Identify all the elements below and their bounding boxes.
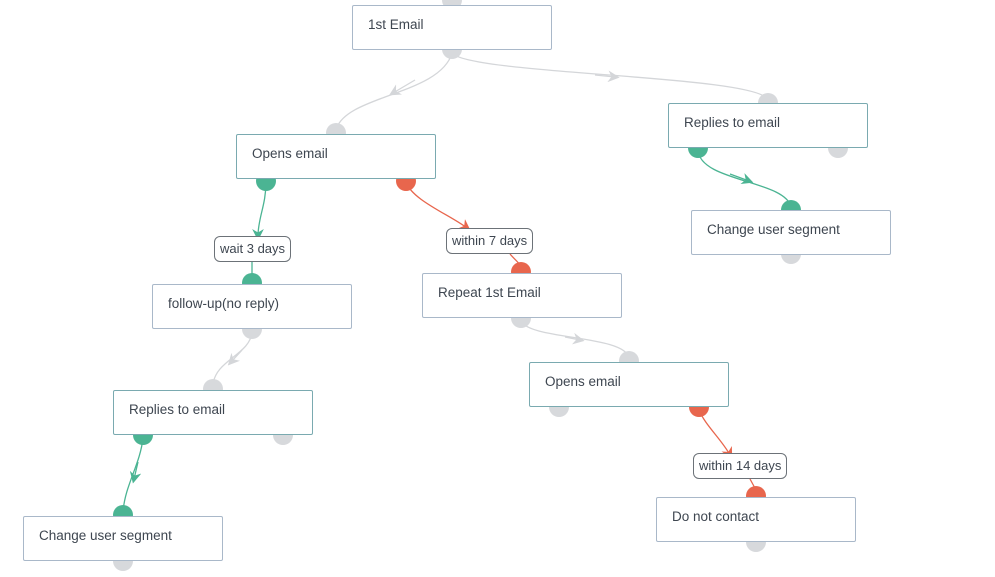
node-opens-email[interactable]: Opens email bbox=[236, 134, 436, 179]
condition-wait-3-days[interactable]: wait 3 days bbox=[214, 236, 292, 262]
edge-first-to-replies-arrow bbox=[594, 70, 620, 83]
node-do-not-contact[interactable]: Do not contact bbox=[656, 497, 856, 542]
edge-first-to-opens-arrow bbox=[388, 79, 416, 96]
edge-replies-to-segment-2-arrow bbox=[129, 461, 142, 484]
node-change-user-segment-label: Change user segment bbox=[707, 222, 840, 237]
condition-within-14-days[interactable]: within 14 days bbox=[693, 453, 788, 479]
edge-replies-to-segment-1-arrow bbox=[729, 173, 754, 185]
node-repeat-first-email[interactable]: Repeat 1st Email bbox=[422, 273, 622, 318]
edge-opens-to-within7 bbox=[405, 181, 471, 231]
node-change-user-segment-2[interactable]: Change user segment bbox=[23, 516, 223, 561]
node-change-user-segment[interactable]: Change user segment bbox=[691, 210, 891, 255]
edge-replies-to-segment-1 bbox=[697, 149, 792, 208]
node-replies-to-email-2[interactable]: Replies to email bbox=[113, 390, 313, 435]
edge-opens2-to-within14 bbox=[698, 409, 733, 460]
condition-within-7-days[interactable]: within 7 days bbox=[446, 228, 534, 254]
edge-repeat-to-opens-arrow bbox=[564, 332, 585, 345]
node-opens-email-2-label: Opens email bbox=[545, 374, 621, 389]
edge-first-to-opens bbox=[335, 52, 453, 131]
condition-within-7-days-label: within 7 days bbox=[452, 233, 528, 248]
node-opens-email-2[interactable]: Opens email bbox=[529, 362, 729, 407]
node-repeat-first-email-label: Repeat 1st Email bbox=[438, 285, 541, 300]
edge-followup-to-replies-arrow bbox=[227, 349, 243, 366]
node-replies-to-email[interactable]: Replies to email bbox=[668, 103, 868, 148]
node-replies-to-email-2-label: Replies to email bbox=[129, 402, 226, 417]
condition-wait-3-days-label: wait 3 days bbox=[220, 241, 286, 256]
node-replies-to-email-label: Replies to email bbox=[684, 115, 781, 130]
node-first-email[interactable]: 1st Email bbox=[352, 5, 552, 50]
node-first-email-label: 1st Email bbox=[368, 17, 424, 32]
node-change-user-segment-2-label: Change user segment bbox=[39, 528, 172, 543]
edge-followup-to-replies bbox=[212, 331, 253, 386]
node-follow-up-label: follow-up(no reply) bbox=[168, 296, 280, 311]
edge-replies-to-segment-2 bbox=[122, 437, 144, 513]
node-follow-up[interactable]: follow-up(no reply) bbox=[152, 284, 352, 329]
node-opens-email-label: Opens email bbox=[252, 146, 328, 161]
node-do-not-contact-label: Do not contact bbox=[672, 509, 760, 524]
condition-within-14-days-label: within 14 days bbox=[699, 458, 782, 473]
